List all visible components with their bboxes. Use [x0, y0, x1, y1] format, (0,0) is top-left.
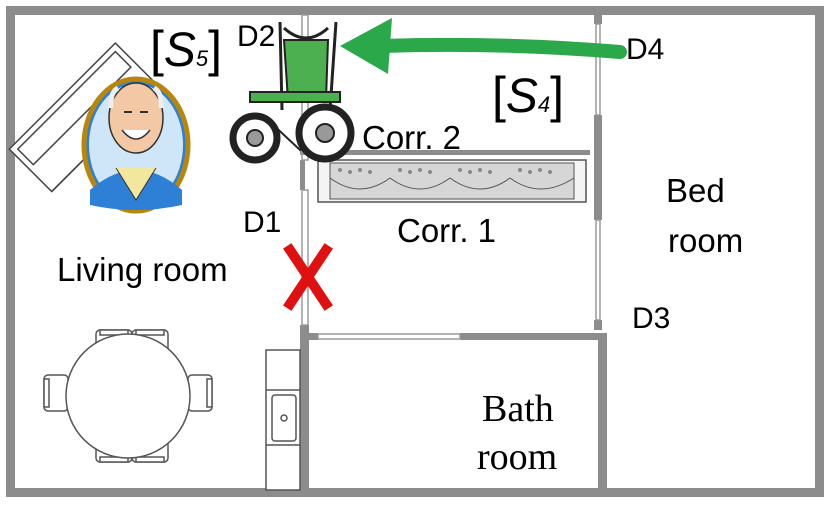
label-bedroom-line1: Bed — [666, 172, 725, 209]
label-corridor-2: Corr. 2 — [362, 119, 462, 156]
label-bedroom-line2: room — [668, 222, 744, 259]
elderly-man-portrait — [81, 76, 191, 214]
label-corridor-1: Corr. 1 — [397, 212, 497, 249]
label-door-d1: D1 — [243, 206, 282, 239]
dining-table — [43, 329, 213, 463]
wheelchair-icon — [229, 21, 355, 164]
chair — [187, 374, 213, 412]
state-label-s4: [S4] — [492, 67, 565, 123]
label-bathroom-line1: Bath — [482, 388, 554, 430]
corridor-rack — [317, 159, 587, 203]
label-living-room: Living room — [57, 251, 228, 288]
state-label-s5: [S5] — [150, 21, 223, 77]
label-door-d4: D4 — [626, 33, 665, 66]
label-door-d2: D2 — [237, 20, 276, 53]
label-bathroom-line2: room — [477, 436, 558, 478]
red-x-icon — [283, 243, 333, 311]
chair — [43, 374, 69, 412]
label-door-d3: D3 — [632, 302, 671, 335]
kitchen-counter — [265, 349, 301, 491]
walls — [6, 6, 824, 497]
green-arrow-icon — [340, 18, 627, 74]
